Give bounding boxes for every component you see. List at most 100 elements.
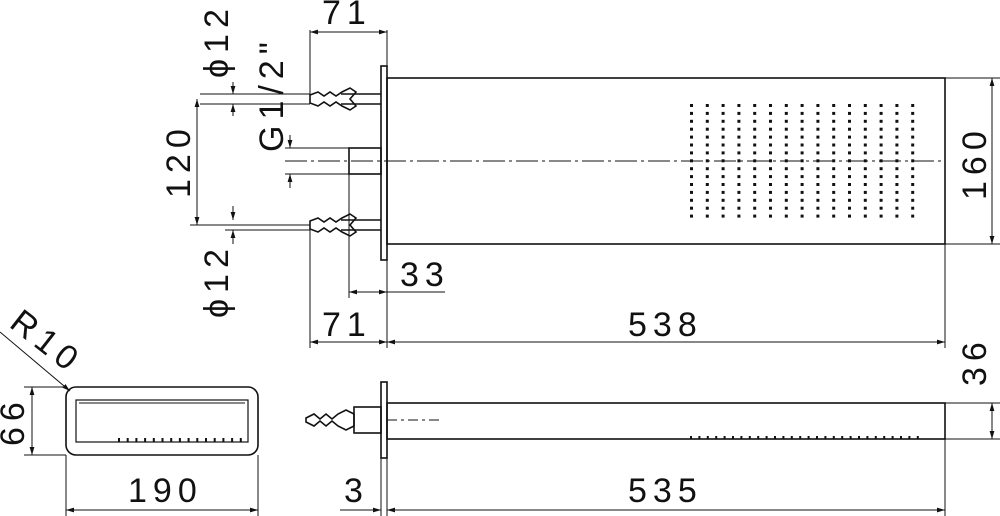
nozzle-dot bbox=[800, 159, 804, 163]
nozzle-dot bbox=[690, 111, 693, 115]
dim-length-side: 535 bbox=[628, 472, 703, 510]
nozzle-dot bbox=[895, 198, 899, 202]
nozzle-dot bbox=[721, 159, 725, 163]
nozzle-dot bbox=[848, 143, 851, 147]
nozzle-dot bbox=[863, 119, 867, 123]
nozzle-dot bbox=[879, 159, 883, 163]
nozzle-dot bbox=[895, 151, 899, 155]
nozzle-dot bbox=[705, 183, 709, 186]
nozzle-dot bbox=[911, 127, 915, 131]
nozzle-dot bbox=[879, 151, 883, 155]
dim-flange-thickness: 3 bbox=[344, 472, 369, 510]
nozzle-dot bbox=[832, 143, 836, 147]
nozzle-dot bbox=[690, 159, 693, 163]
nozzle-dot bbox=[848, 111, 851, 115]
nozzle-dot bbox=[895, 119, 899, 123]
dim-height-plate: 160 bbox=[956, 125, 994, 200]
nozzle-dot bbox=[690, 175, 693, 179]
nozzle-dot bbox=[784, 214, 788, 218]
nozzle-dot bbox=[911, 167, 915, 171]
nozzle-dot bbox=[721, 119, 725, 123]
nozzle-dot bbox=[721, 135, 725, 139]
nozzle-dot bbox=[705, 167, 709, 171]
nozzle-dot bbox=[895, 167, 899, 171]
side-nozzle bbox=[900, 436, 902, 439]
nozzle-dot bbox=[721, 151, 725, 155]
nozzle-dot bbox=[848, 167, 851, 171]
nozzle-dot bbox=[863, 183, 867, 186]
nozzle-dot bbox=[832, 119, 836, 123]
nozzle-dot bbox=[848, 190, 851, 194]
nozzle-dot bbox=[753, 198, 757, 202]
side-nozzle bbox=[866, 436, 869, 439]
nozzle-dot bbox=[800, 167, 804, 171]
nozzle-dot bbox=[800, 119, 804, 123]
nozzle-dot bbox=[832, 151, 836, 155]
nozzle-dot bbox=[816, 214, 820, 218]
side-nozzle bbox=[715, 436, 718, 439]
side-nozzle bbox=[748, 436, 751, 439]
nozzle-dot bbox=[753, 183, 757, 186]
nozzle-dot bbox=[769, 127, 772, 131]
dim-dia-upper: ϕ12 bbox=[198, 3, 236, 78]
side-pipe bbox=[305, 409, 355, 431]
nozzle-dot bbox=[784, 175, 788, 179]
nozzle-dot bbox=[769, 119, 772, 123]
nozzle-dot bbox=[832, 198, 836, 202]
nozzle-dot bbox=[816, 198, 820, 202]
section-nozzle bbox=[205, 438, 207, 442]
nozzle-dot bbox=[848, 159, 851, 163]
nozzle-dot bbox=[769, 183, 772, 186]
nozzle-dot bbox=[737, 104, 741, 107]
nozzle-dot bbox=[863, 198, 867, 202]
nozzle-dot bbox=[879, 175, 883, 179]
nozzle-dot bbox=[769, 206, 772, 210]
nozzle-dot bbox=[832, 206, 836, 210]
side-nozzle bbox=[807, 436, 810, 439]
nozzle-dot bbox=[848, 183, 851, 186]
nozzle-dot bbox=[737, 206, 741, 210]
nozzle-dot bbox=[895, 104, 899, 107]
nozzle-dot bbox=[816, 135, 820, 139]
dim-radius: R10 bbox=[3, 302, 90, 381]
nozzle-dot bbox=[753, 175, 757, 179]
nozzle-dot bbox=[769, 167, 772, 171]
nozzle-dot bbox=[753, 159, 757, 163]
section-nozzle bbox=[144, 438, 147, 442]
side-nozzle bbox=[723, 436, 726, 439]
dim-spacing: 120 bbox=[160, 123, 198, 198]
nozzle-dot bbox=[690, 151, 693, 155]
nozzle-dot bbox=[784, 127, 788, 131]
nozzle-dot bbox=[800, 183, 804, 186]
nozzle-dot bbox=[800, 104, 804, 107]
nozzle-dot bbox=[800, 175, 804, 179]
side-nozzle bbox=[908, 436, 911, 439]
section-nozzle bbox=[152, 438, 155, 442]
nozzle-dot bbox=[769, 214, 772, 218]
nozzle-dot bbox=[832, 135, 836, 139]
side-nozzle bbox=[690, 436, 692, 439]
nozzle-dot bbox=[863, 135, 867, 139]
nozzle-dot bbox=[784, 183, 788, 186]
nozzle-grid bbox=[690, 104, 915, 218]
section-outer bbox=[65, 386, 259, 456]
nozzle-dot bbox=[863, 151, 867, 155]
nozzle-dot bbox=[848, 127, 851, 131]
nozzle-dot bbox=[769, 135, 772, 139]
nozzle-dot bbox=[800, 214, 804, 218]
nozzle-dot bbox=[705, 119, 709, 123]
nozzle-dot bbox=[848, 175, 851, 179]
nozzle-dot bbox=[816, 104, 820, 107]
side-nozzle bbox=[916, 436, 919, 439]
nozzle-dot bbox=[895, 206, 899, 210]
side-dimensions bbox=[340, 402, 1000, 516]
nozzle-dot bbox=[753, 151, 757, 155]
nozzle-dot bbox=[832, 111, 836, 115]
nozzle-dot bbox=[832, 167, 836, 171]
nozzle-dot bbox=[879, 135, 883, 139]
nozzle-dot bbox=[721, 214, 725, 218]
nozzle-dot bbox=[879, 119, 883, 123]
nozzle-dot bbox=[753, 214, 757, 218]
nozzle-dot bbox=[784, 198, 788, 202]
nozzle-dot bbox=[769, 151, 772, 155]
